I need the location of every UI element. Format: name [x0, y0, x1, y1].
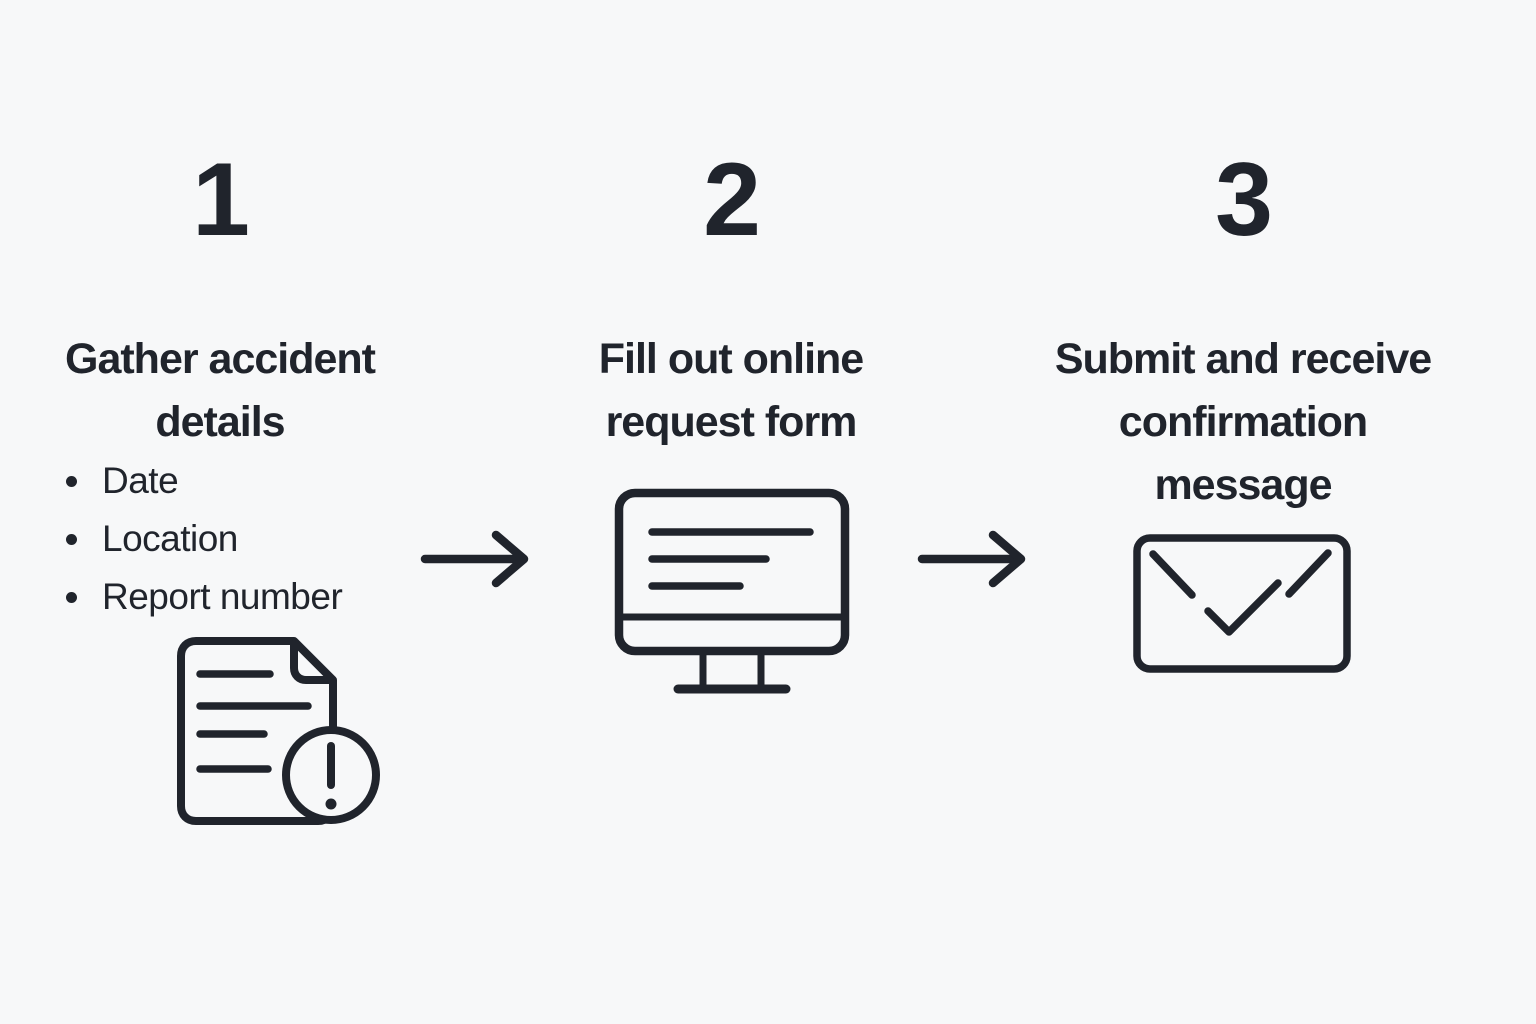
bullet-item-location: Location — [64, 510, 342, 568]
arrow-right-icon — [915, 528, 1037, 590]
bullet-item-date: Date — [64, 452, 342, 510]
step-1-title: Gather accident details — [65, 334, 376, 446]
arrow-right-icon — [418, 528, 540, 590]
monitor-form-icon — [614, 488, 850, 702]
bullet-item-report-number: Report number — [64, 568, 343, 626]
step-2-number: 2 — [703, 142, 761, 258]
step-3-title: Submit and receive confirmation message — [1054, 334, 1432, 509]
step-3-number: 3 — [1215, 142, 1273, 258]
document-alert-icon — [172, 634, 384, 830]
envelope-check-icon — [1132, 533, 1352, 675]
step-1-number: 1 — [192, 142, 250, 258]
step-1-bullet-list: Date Location Report number — [64, 452, 343, 626]
step-2-title: Fill out online request form — [598, 334, 864, 446]
